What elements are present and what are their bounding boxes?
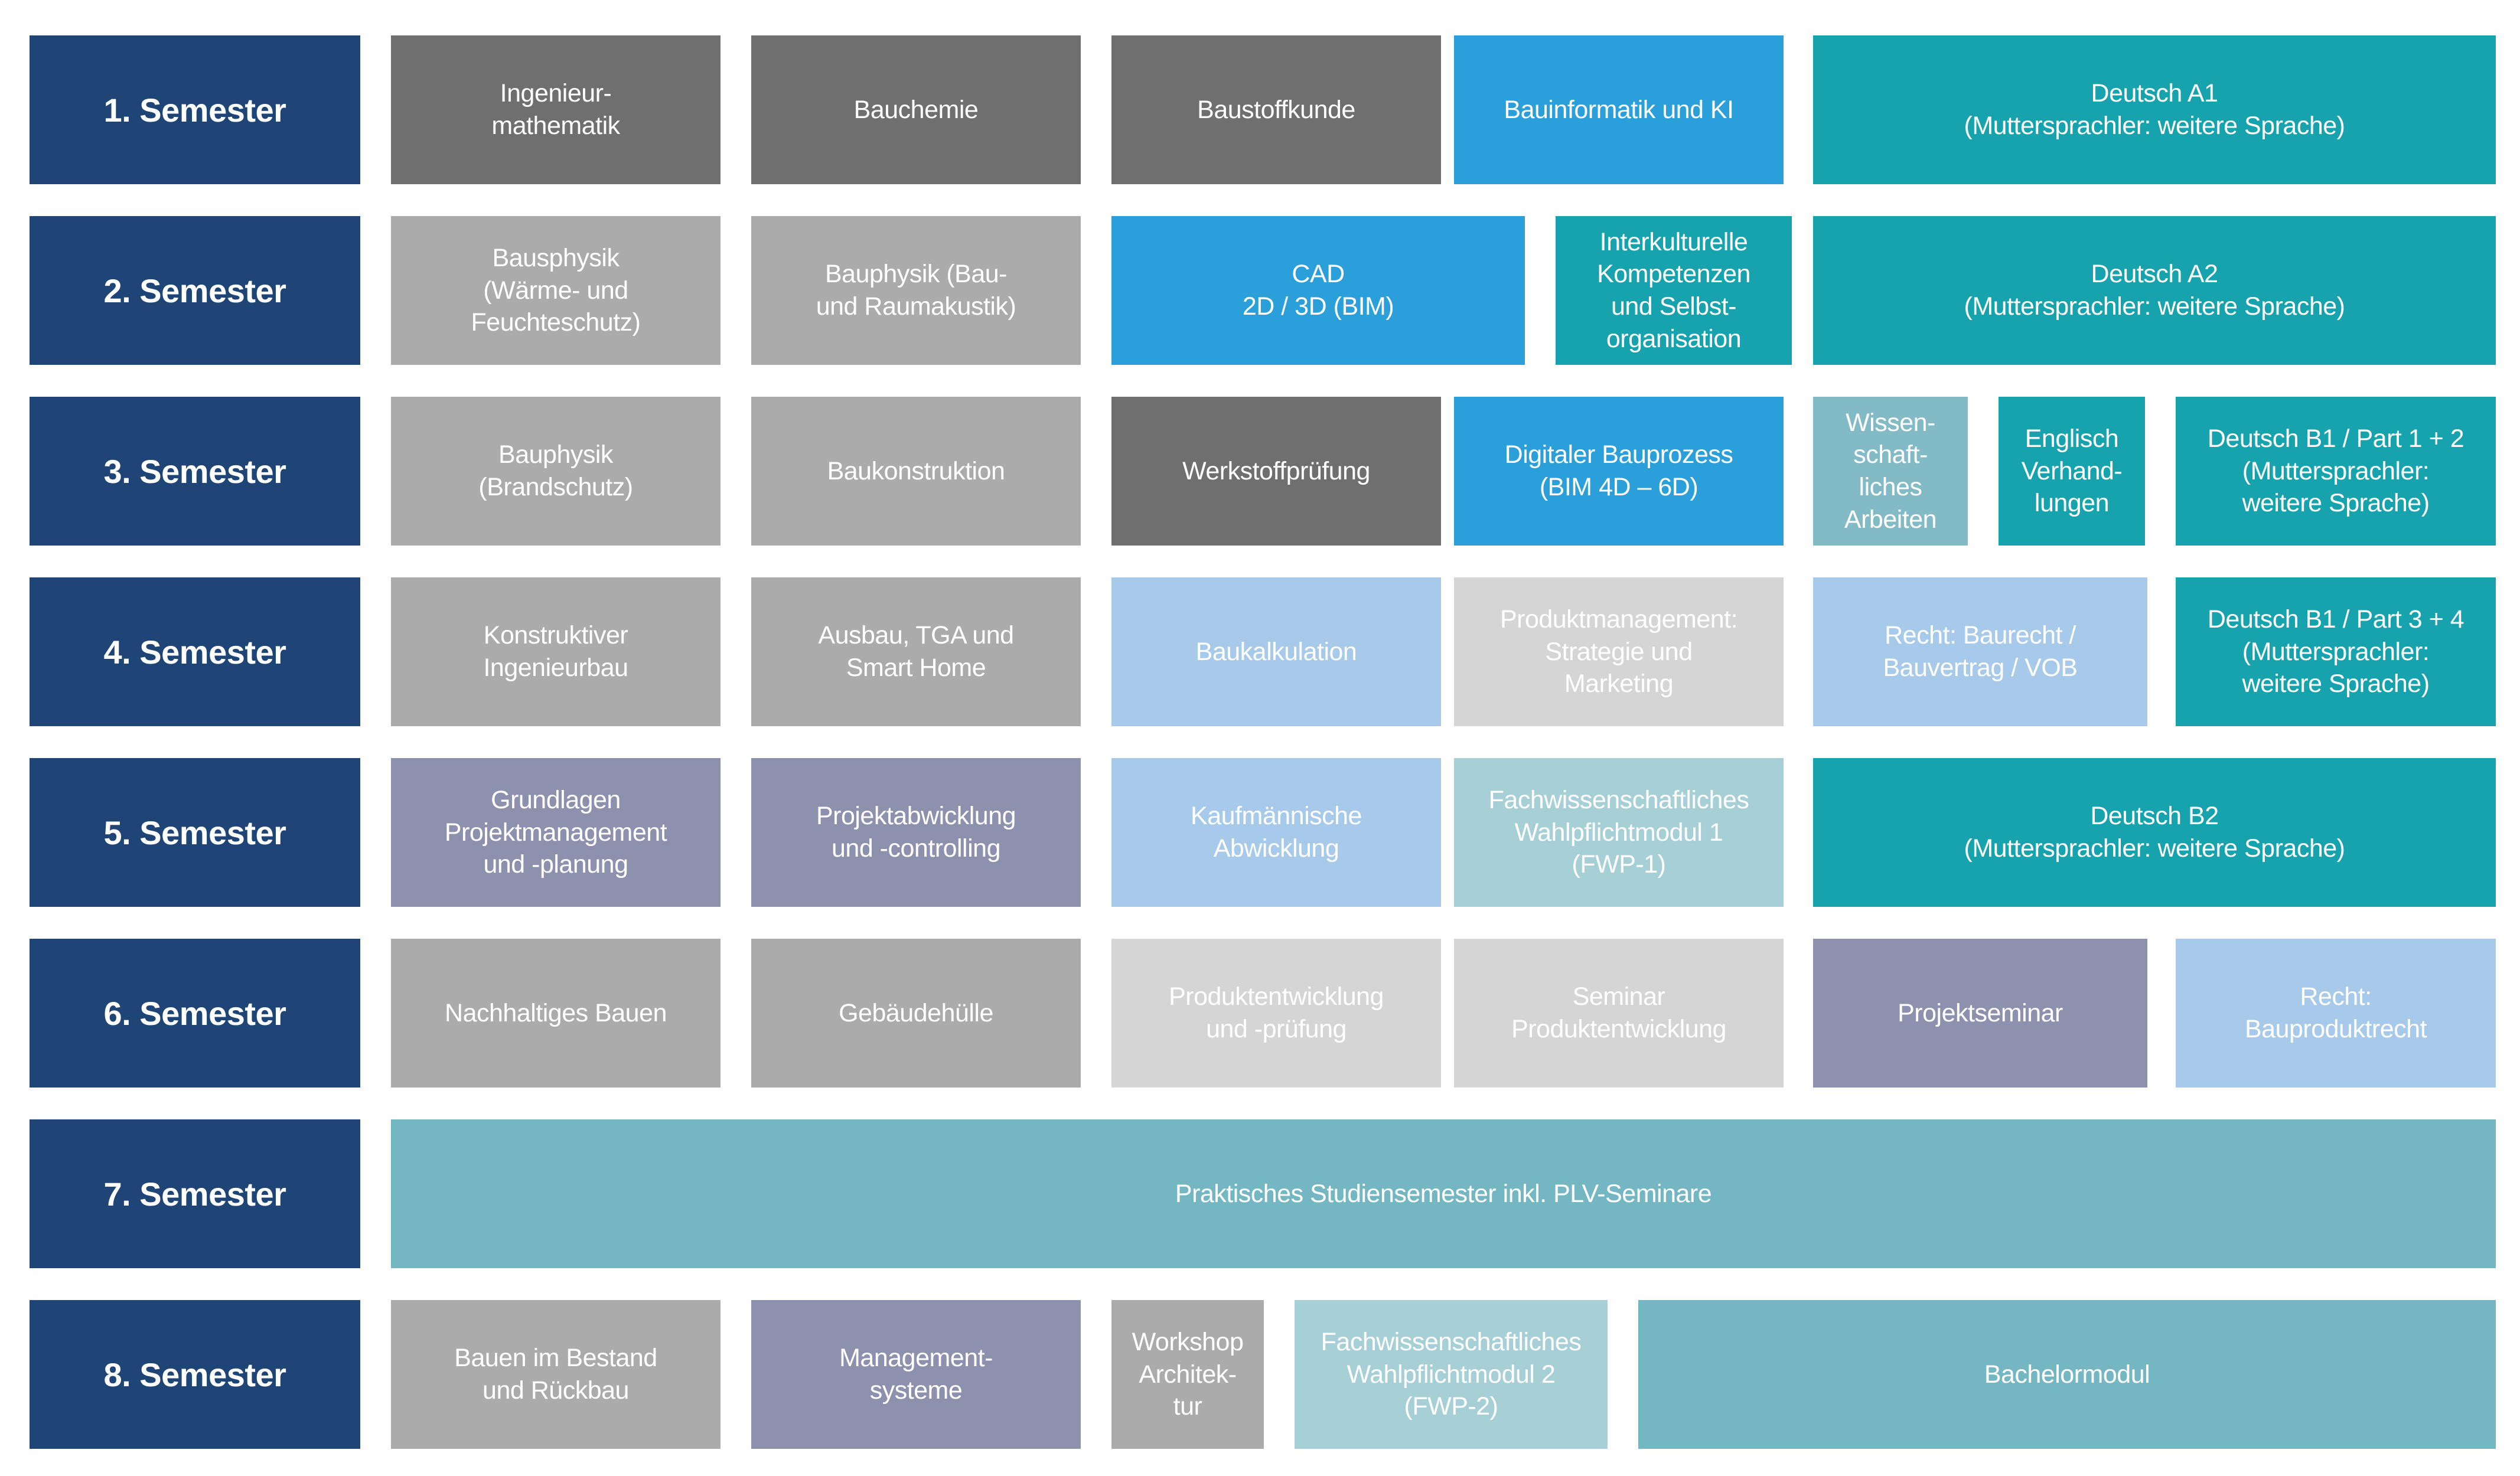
module-block: Werkstoffprüfung	[1111, 397, 1441, 546]
module-block: Bauchemie	[751, 35, 1081, 184]
module-block: Baustoffkunde	[1111, 35, 1441, 184]
module-block: Deutsch A2 (Muttersprachler: weitere Spr…	[1813, 216, 2496, 365]
module-block: Deutsch B1 / Part 1 + 2 (Muttersprachler…	[2176, 397, 2496, 546]
semester-label: 5. Semester	[30, 758, 360, 907]
semester-label: 6. Semester	[30, 939, 360, 1088]
module-block: Gebäudehülle	[751, 939, 1081, 1088]
module-block: Recht: Baurecht / Bauvertrag / VOB	[1813, 577, 2147, 726]
module-block: Produktmanagement: Strategie und Marketi…	[1454, 577, 1784, 726]
module-block: Bauphysik (Brandschutz)	[391, 397, 721, 546]
module-block: Nachhaltiges Bauen	[391, 939, 721, 1088]
module-block: Bauinformatik und KI	[1454, 35, 1784, 184]
module-block: Deutsch A1 (Muttersprachler: weitere Spr…	[1813, 35, 2496, 184]
module-block: Interkulturelle Kompetenzen und Selbst- …	[1556, 216, 1792, 365]
module-block: Konstruktiver Ingenieurbau	[391, 577, 721, 726]
semester-label: 3. Semester	[30, 397, 360, 546]
module-block: Recht: Bauproduktrecht	[2176, 939, 2496, 1088]
module-block: Produktentwicklung und -prüfung	[1111, 939, 1441, 1088]
semester-label: 4. Semester	[30, 577, 360, 726]
module-block: Digitaler Bauprozess (BIM 4D – 6D)	[1454, 397, 1784, 546]
module-block: Seminar Produktentwicklung	[1454, 939, 1784, 1088]
module-block: Baukalkulation	[1111, 577, 1441, 726]
semester-label: 1. Semester	[30, 35, 360, 184]
module-block: Projektseminar	[1813, 939, 2147, 1088]
module-block: Ingenieur- mathematik	[391, 35, 721, 184]
module-block: Baukonstruktion	[751, 397, 1081, 546]
module-block: Fachwissenschaftliches Wahlpflichtmodul …	[1454, 758, 1784, 907]
module-block: Wissen- schaft- liches Arbeiten	[1813, 397, 1968, 546]
module-block: Bausphysik (Wärme- und Feuchteschutz)	[391, 216, 721, 365]
module-block: Englisch Verhand- lungen	[1999, 397, 2145, 546]
module-block: Praktisches Studiensemester inkl. PLV-Se…	[391, 1119, 2496, 1268]
semester-label: 7. Semester	[30, 1119, 360, 1268]
module-block: CAD 2D / 3D (BIM)	[1111, 216, 1525, 365]
module-block: Ausbau, TGA und Smart Home	[751, 577, 1081, 726]
module-block: Management- systeme	[751, 1300, 1081, 1449]
module-block: Workshop Architek- tur	[1111, 1300, 1264, 1449]
module-block: Deutsch B2 (Muttersprachler: weitere Spr…	[1813, 758, 2496, 907]
module-block: Bachelormodul	[1638, 1300, 2496, 1449]
semester-label: 2. Semester	[30, 216, 360, 365]
module-block: Bauen im Bestand und Rückbau	[391, 1300, 721, 1449]
module-block: Fachwissenschaftliches Wahlpflichtmodul …	[1295, 1300, 1608, 1449]
module-block: Bauphysik (Bau- und Raumakustik)	[751, 216, 1081, 365]
module-block: Deutsch B1 / Part 3 + 4 (Muttersprachler…	[2176, 577, 2496, 726]
module-block: Projektabwicklung und -controlling	[751, 758, 1081, 907]
module-block: Kaufmännische Abwicklung	[1111, 758, 1441, 907]
semester-label: 8. Semester	[30, 1300, 360, 1449]
module-block: Grundlagen Projektmanagement und -planun…	[391, 758, 721, 907]
